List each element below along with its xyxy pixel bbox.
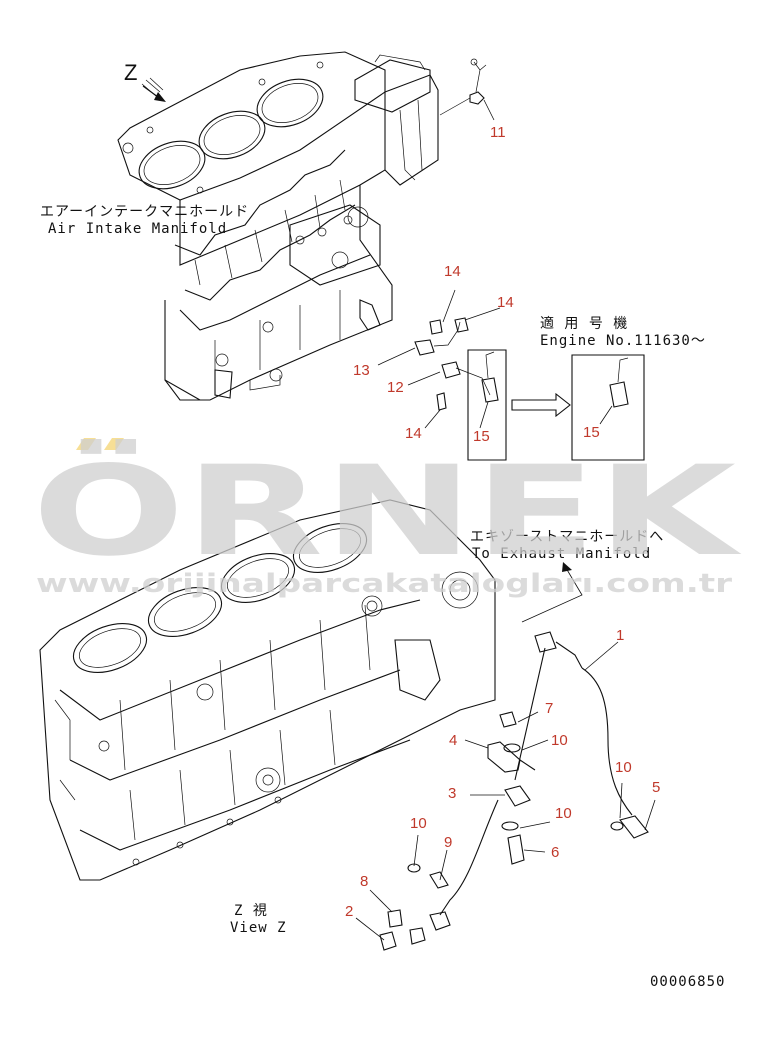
air-intake-label-en: Air Intake Manifold (48, 221, 227, 237)
callout-13: 13 (353, 362, 370, 379)
callout-10-c: 10 (555, 805, 572, 822)
callout-15-b: 15 (583, 424, 600, 441)
drawing-number: 00006850 (650, 974, 725, 990)
watermark-url: www.orijinalparcakatalogları.com.tr (36, 569, 732, 599)
view-z-label-en: View Z (230, 920, 287, 936)
exhaust-label: エキゾーストマニホールドへ To Exhaust Manifold (470, 529, 664, 623)
upper-engine-block (117, 51, 439, 401)
callout-11: 11 (490, 124, 506, 141)
callout-14-c: 14 (405, 425, 422, 442)
view-z-arrow: Z (124, 60, 166, 102)
lower-engine-block (39, 499, 496, 881)
air-intake-label: エアーインテークマニホールド Air Intake Manifold (40, 204, 249, 237)
callout-3: 3 (448, 785, 456, 802)
bracket-parts: 7 4 10 10 5 3 10 10 9 6 8 2 (345, 700, 660, 951)
callout-10-b: 10 (615, 759, 632, 776)
callout-10-a: 10 (551, 732, 568, 749)
exhaust-label-jp: エキゾーストマニホールドへ (470, 529, 664, 545)
callout-1: 1 (616, 627, 624, 644)
callout-15-a: 15 (473, 428, 490, 445)
callout-10-d: 10 (410, 815, 427, 832)
watermark: ÖRNEK www.orijinalparcakatalogları.com.t… (32, 438, 742, 599)
sensor-part-11: 11 (439, 58, 506, 141)
callout-8: 8 (360, 873, 368, 890)
callout-14-a: 14 (444, 263, 461, 280)
callout-5: 5 (652, 779, 660, 796)
air-intake-label-jp: エアーインテークマニホールド (40, 204, 249, 220)
callout-14-b: 14 (497, 294, 514, 311)
sensor-fittings-group: 14 14 13 12 14 15 (353, 263, 514, 461)
applicable-label-en: Engine No.111630～ (540, 333, 706, 349)
watermark-big-text: ÖRNEK (32, 438, 742, 584)
callout-2: 2 (345, 903, 353, 920)
callout-12: 12 (387, 379, 404, 396)
exhaust-label-en: To Exhaust Manifold (472, 546, 651, 562)
view-z-label-jp: Z 視 (234, 903, 268, 919)
callout-4: 4 (449, 732, 457, 749)
callout-7: 7 (545, 700, 553, 717)
view-z-label: Z 視 View Z (230, 903, 287, 936)
applicable-label-jp: 適 用 号 機 (540, 315, 628, 332)
callout-9: 9 (444, 834, 452, 851)
view-z-arrow-label: Z (124, 60, 137, 85)
callout-6: 6 (551, 844, 559, 861)
applicable-engine-box: 適 用 号 機 Engine No.111630～ 15 (540, 315, 706, 461)
sensor-harness-part-1: 1 (409, 627, 633, 945)
change-arrow (511, 392, 571, 418)
